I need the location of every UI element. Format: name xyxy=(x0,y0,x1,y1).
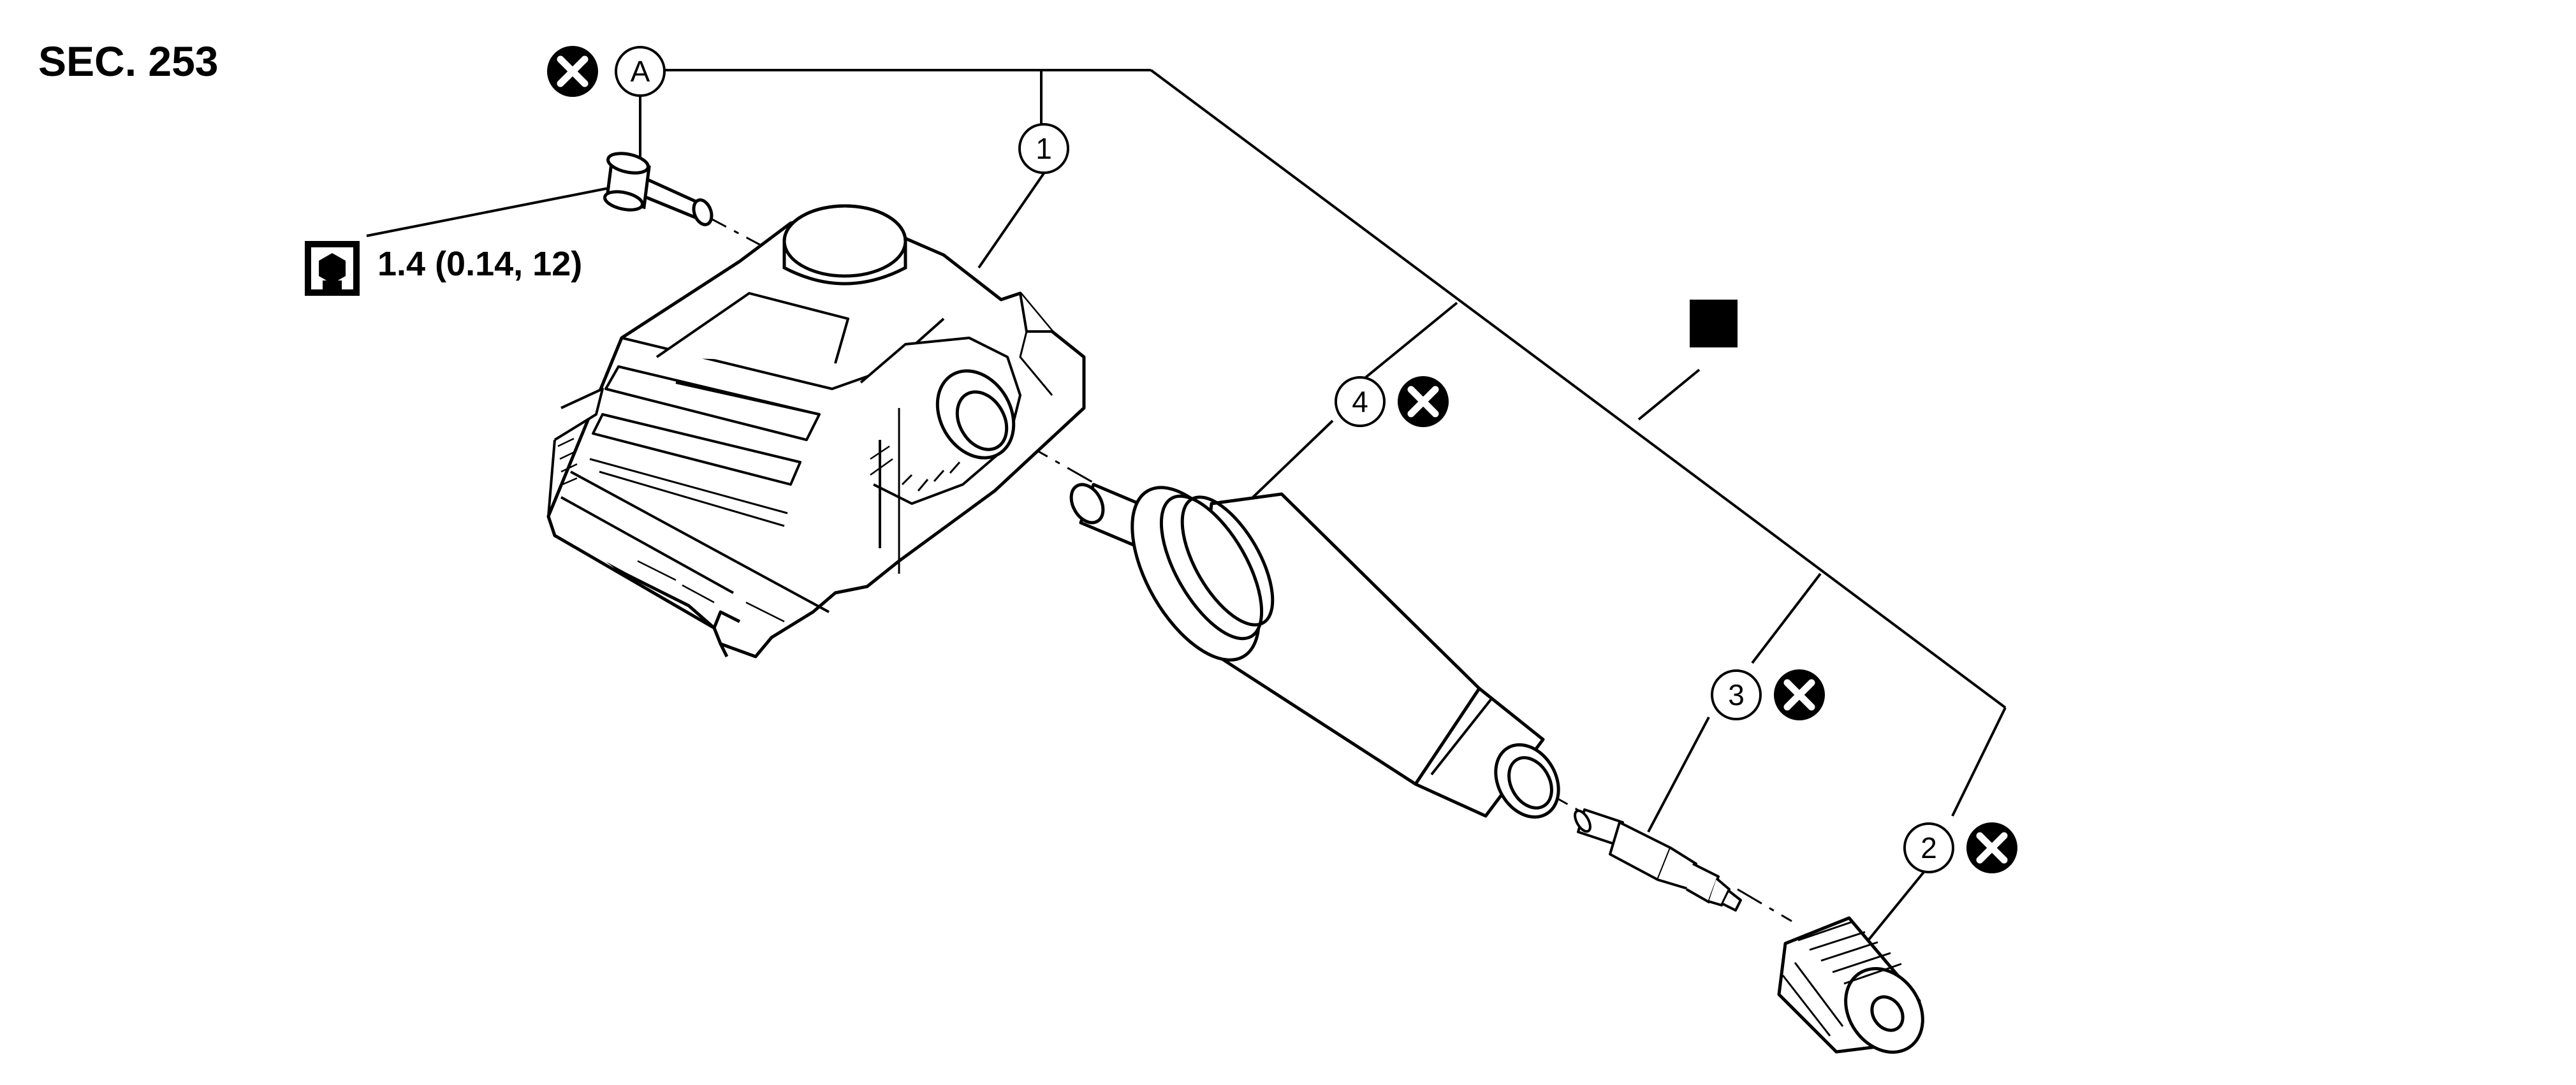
torque-wrench-icon xyxy=(305,241,360,296)
sensor-stem-socket xyxy=(935,369,1016,460)
x-circle-icon xyxy=(1774,669,1825,720)
section-label: SEC. 253 xyxy=(38,38,219,85)
callout-a: A xyxy=(615,46,666,97)
x-circle-icon xyxy=(547,46,598,97)
sensor-dome xyxy=(782,204,907,286)
x-circle-icon xyxy=(1398,376,1449,427)
callout-2-label: 2 xyxy=(1921,831,1937,864)
x-circle-icon xyxy=(1966,822,2017,873)
bolt xyxy=(603,152,714,226)
callout-2: 2 xyxy=(1903,822,1954,873)
callout-3-label: 3 xyxy=(1728,678,1745,711)
callout-1: 1 xyxy=(1018,123,1069,174)
valve-cap xyxy=(1777,916,1924,1054)
callout-3: 3 xyxy=(1711,669,1762,720)
sensor-hatching xyxy=(557,437,893,623)
callout-4: 4 xyxy=(1335,376,1386,427)
tpms-sensor-body xyxy=(546,212,1086,659)
valve-stem xyxy=(1069,483,1560,819)
torque-spec: 1.4 (0.14, 12) xyxy=(377,245,583,283)
callout-4-label: 4 xyxy=(1352,385,1368,418)
valve-core xyxy=(1574,808,1742,912)
callout-1-label: 1 xyxy=(1036,132,1052,165)
callout-a-label: A xyxy=(631,55,650,88)
filled-square-icon xyxy=(1690,300,1738,347)
